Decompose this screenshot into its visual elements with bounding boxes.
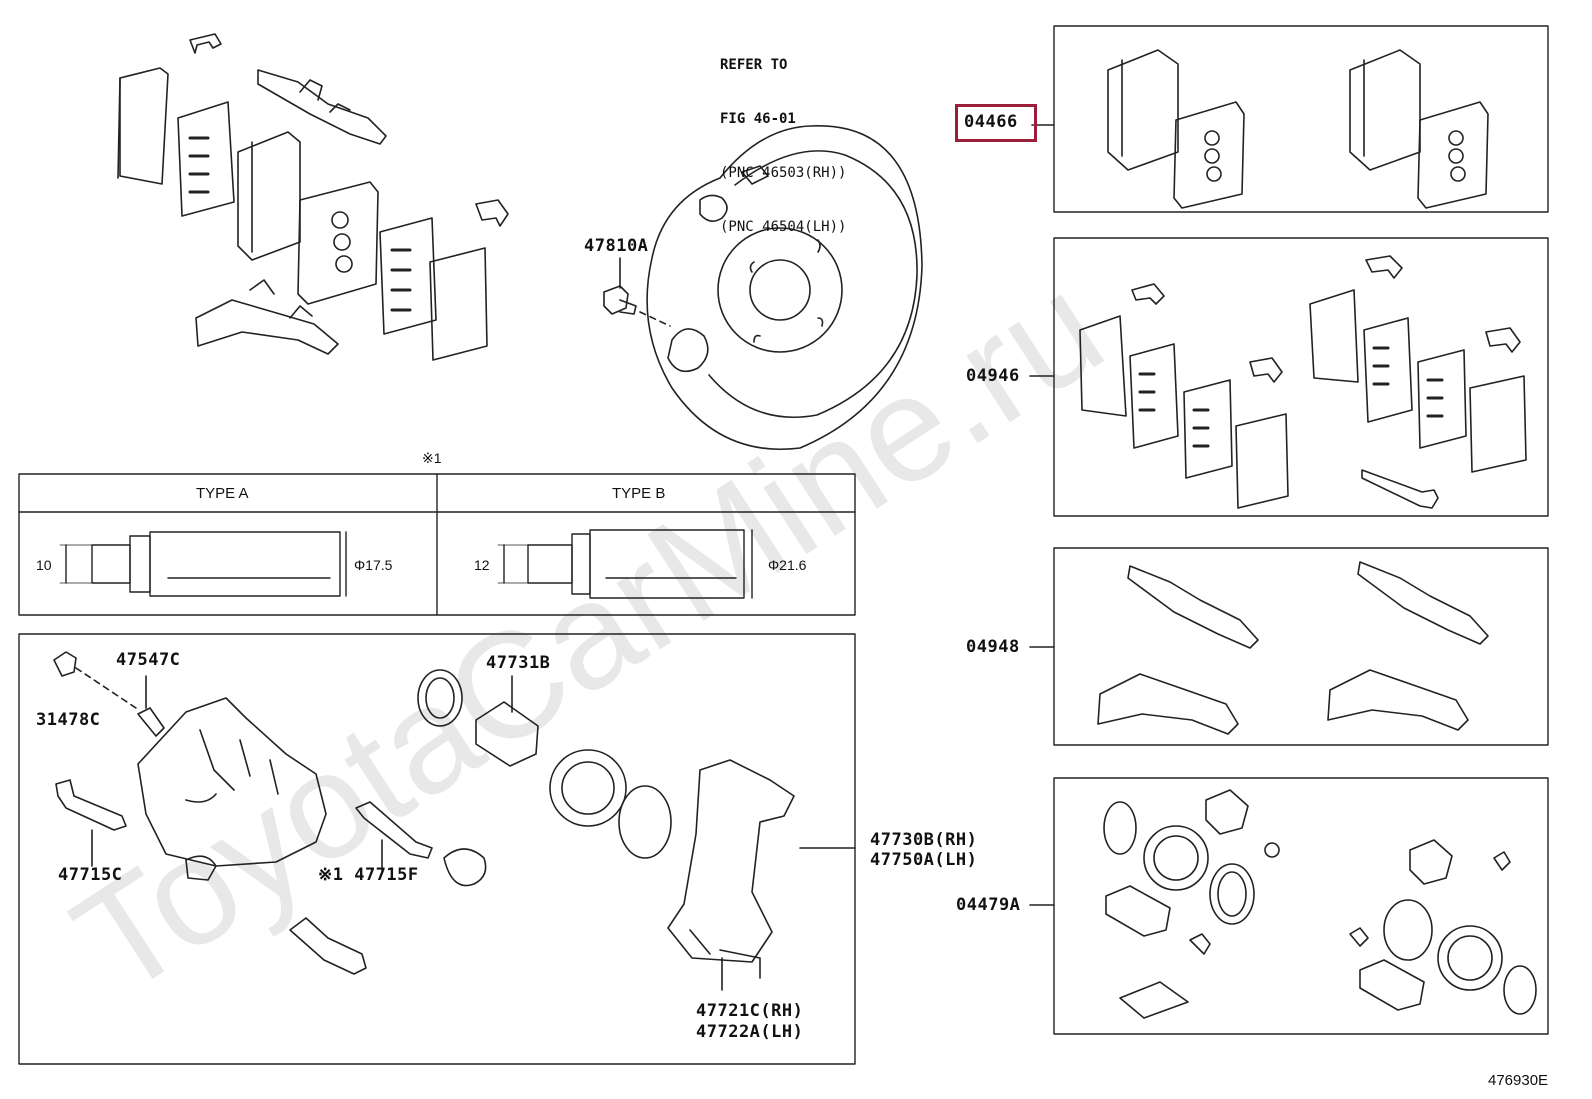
part-label-47731b[interactable]: 47731B — [486, 653, 551, 673]
part-label-31478c[interactable]: 31478C — [36, 710, 101, 730]
type-b-diameter: Φ21.6 — [768, 557, 807, 573]
part-label-47715f[interactable]: ※1 47715F — [318, 865, 419, 885]
table-header-type-a: TYPE A — [196, 485, 249, 502]
part-label-04479a[interactable]: 04479A — [956, 895, 1021, 915]
box-04466 — [1053, 25, 1549, 213]
caliper-box — [18, 633, 856, 1065]
caliper-parts — [53, 651, 856, 991]
type-b-length: 12 — [474, 557, 490, 573]
springs-04948 — [1097, 561, 1489, 735]
bolt-47810a — [603, 257, 671, 327]
part-label-04466[interactable]: 04466 — [964, 112, 1018, 132]
part-label-47722a[interactable]: 47722A(LH) — [696, 1022, 804, 1042]
part-label-47810a[interactable]: 47810A — [584, 236, 649, 256]
part-label-47547c[interactable]: 47547C — [116, 650, 181, 670]
refer-line-2: FIG 46-01 — [720, 111, 796, 127]
shims-04946 — [1079, 255, 1527, 509]
figure-code: 476930E — [1488, 1072, 1549, 1089]
highlight-04466 — [955, 104, 1037, 142]
part-label-47721c[interactable]: 47721C(RH) — [696, 1001, 804, 1021]
refer-line-4: (PNC 46504(LH)) — [720, 219, 847, 235]
box-04946 — [1053, 237, 1549, 517]
part-label-04948[interactable]: 04948 — [966, 637, 1020, 657]
refer-note: REFER TO FIG 46-01 (PNC 46503(RH)) (PNC … — [720, 20, 846, 254]
part-label-47730b[interactable]: 47730B(RH) — [870, 830, 978, 850]
seal-kit-04479a — [1103, 789, 1537, 1019]
type-a-length: 10 — [36, 557, 52, 573]
type-a-diameter: Φ17.5 — [354, 557, 393, 573]
top-left-pad-kit — [117, 33, 509, 361]
part-label-47715c[interactable]: 47715C — [58, 865, 123, 885]
box-04479a — [1053, 777, 1549, 1035]
part-label-47750a[interactable]: 47750A(LH) — [870, 850, 978, 870]
dimension-table — [18, 473, 856, 616]
table-note: ※1 — [422, 450, 442, 466]
table-header-type-b: TYPE B — [612, 485, 666, 502]
pads-04466 — [1107, 49, 1489, 209]
part-label-04946[interactable]: 04946 — [966, 366, 1020, 386]
refer-line-1: REFER TO — [720, 57, 788, 73]
dust-shield — [646, 125, 923, 450]
refer-line-3: (PNC 46503(RH)) — [720, 165, 847, 181]
